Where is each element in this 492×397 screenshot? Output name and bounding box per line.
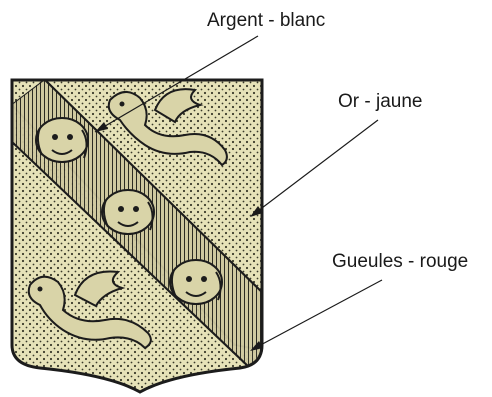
label-gueules: Gueules - rouge xyxy=(332,251,468,273)
lion-head-icon xyxy=(170,260,222,304)
lion-head-icon xyxy=(102,190,154,234)
label-argent: Argent - blanc xyxy=(207,10,325,32)
leader-line-gueules xyxy=(250,280,382,351)
leader-line-or xyxy=(250,120,378,217)
label-or: Or - jaune xyxy=(338,91,422,113)
lion-head-icon xyxy=(36,118,88,162)
shield xyxy=(10,80,275,392)
